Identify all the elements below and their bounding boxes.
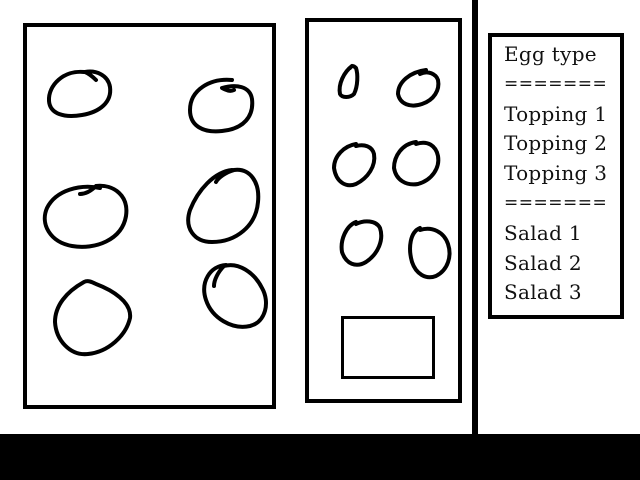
bottom-bar [0,434,640,480]
egg-panel [23,23,276,409]
menu-separator: ======= [504,73,608,94]
menu-item-salad-2[interactable]: Salad 2 [504,250,582,275]
menu-item-topping-2[interactable]: Topping 2 [504,131,608,156]
menu-item-topping-1[interactable]: Topping 1 [504,101,608,126]
menu-item-egg-type[interactable]: Egg type [504,42,597,66]
selection-slot[interactable] [341,316,435,379]
menu-list: Egg type ======= Topping 1 Topping 2 Top… [504,40,607,308]
menu-item-topping-3[interactable]: Topping 3 [504,161,608,186]
menu-item-salad-3[interactable]: Salad 3 [504,280,582,305]
menu-panel [488,33,624,319]
menu-item-salad-1[interactable]: Salad 1 [504,220,582,245]
menu-separator: ======= [504,192,608,213]
vertical-divider [472,0,478,434]
